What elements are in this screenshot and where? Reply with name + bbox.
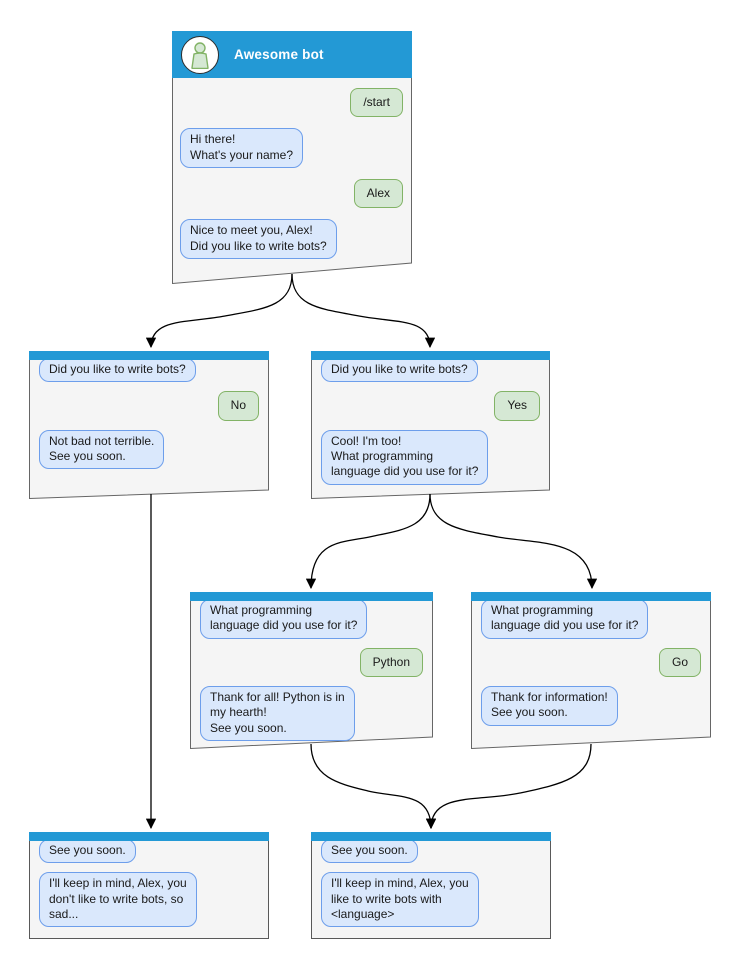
title-bar bbox=[190, 592, 433, 601]
message-list: See you soon. I'll keep in mind, Alex, y… bbox=[29, 839, 269, 928]
user-message: No bbox=[217, 391, 259, 421]
arrow-root-to-no bbox=[145, 273, 293, 349]
arrow-root-to-yes bbox=[291, 273, 436, 349]
message-list: /start Hi there! What's your name? Alex … bbox=[172, 78, 412, 260]
message-list: What programming language did you use fo… bbox=[190, 599, 433, 742]
chat-window-end-yes: See you soon. I'll keep in mind, Alex, y… bbox=[311, 832, 551, 939]
user-message: Go bbox=[658, 647, 701, 678]
bot-message: Not bad not terrible. See you soon. bbox=[39, 429, 165, 470]
title-bar bbox=[311, 351, 550, 360]
chat-window-root: Awesome bot /start Hi there! What's your… bbox=[172, 31, 412, 284]
bot-message: I'll keep in mind, Alex, you like to wri… bbox=[321, 872, 479, 928]
user-message: Python bbox=[359, 647, 423, 678]
bot-message: Nice to meet you, Alex! Did you like to … bbox=[180, 219, 337, 260]
chat-window-end-no: See you soon. I'll keep in mind, Alex, y… bbox=[29, 832, 269, 939]
user-message: Yes bbox=[494, 391, 540, 421]
bot-message: Hi there! What's your name? bbox=[180, 128, 304, 169]
title-bar bbox=[311, 832, 551, 841]
arrow-yes-to-go bbox=[429, 493, 598, 590]
bot-message: I'll keep in mind, Alex, you don't like … bbox=[39, 872, 197, 928]
message-list: See you soon. I'll keep in mind, Alex, y… bbox=[311, 839, 551, 928]
chat-window-branch-yes: Did you like to write bots? Yes Cool! I'… bbox=[311, 351, 550, 499]
arrow-yes-to-python bbox=[305, 493, 431, 590]
title-bar bbox=[471, 592, 711, 601]
title-bar bbox=[29, 832, 269, 841]
bot-message: Cool! I'm too! What programming language… bbox=[321, 429, 489, 485]
bot-message: What programming language did you use fo… bbox=[200, 599, 368, 639]
user-message: /start bbox=[350, 88, 403, 118]
person-icon bbox=[191, 41, 209, 69]
message-list: What programming language did you use fo… bbox=[471, 599, 711, 726]
chat-window-branch-python: What programming language did you use fo… bbox=[190, 592, 433, 749]
bot-message: Thank for information! See you soon. bbox=[481, 686, 618, 726]
message-list: Did you like to write bots? Yes Cool! I'… bbox=[311, 358, 550, 485]
bot-message: Did you like to write bots? bbox=[39, 358, 196, 383]
chat-window-branch-no: Did you like to write bots? No Not bad n… bbox=[29, 351, 269, 499]
bot-title: Awesome bot bbox=[234, 47, 324, 62]
bot-message: See you soon. bbox=[321, 839, 418, 864]
bot-message: What programming language did you use fo… bbox=[481, 599, 649, 639]
arrow-go-to-end-yes bbox=[425, 743, 592, 830]
bot-message: Did you like to write bots? bbox=[321, 358, 478, 383]
user-message: Alex bbox=[353, 179, 403, 209]
arrow-python-to-end-yes bbox=[310, 743, 437, 830]
bot-message: Thank for all! Python is in my hearth! S… bbox=[200, 686, 355, 742]
avatar bbox=[181, 35, 219, 74]
message-list: Did you like to write bots? No Not bad n… bbox=[29, 358, 269, 470]
bot-message: See you soon. bbox=[39, 839, 136, 864]
title-bar bbox=[29, 351, 269, 360]
chat-header: Awesome bot bbox=[172, 31, 412, 78]
chat-window-branch-go: What programming language did you use fo… bbox=[471, 592, 711, 749]
